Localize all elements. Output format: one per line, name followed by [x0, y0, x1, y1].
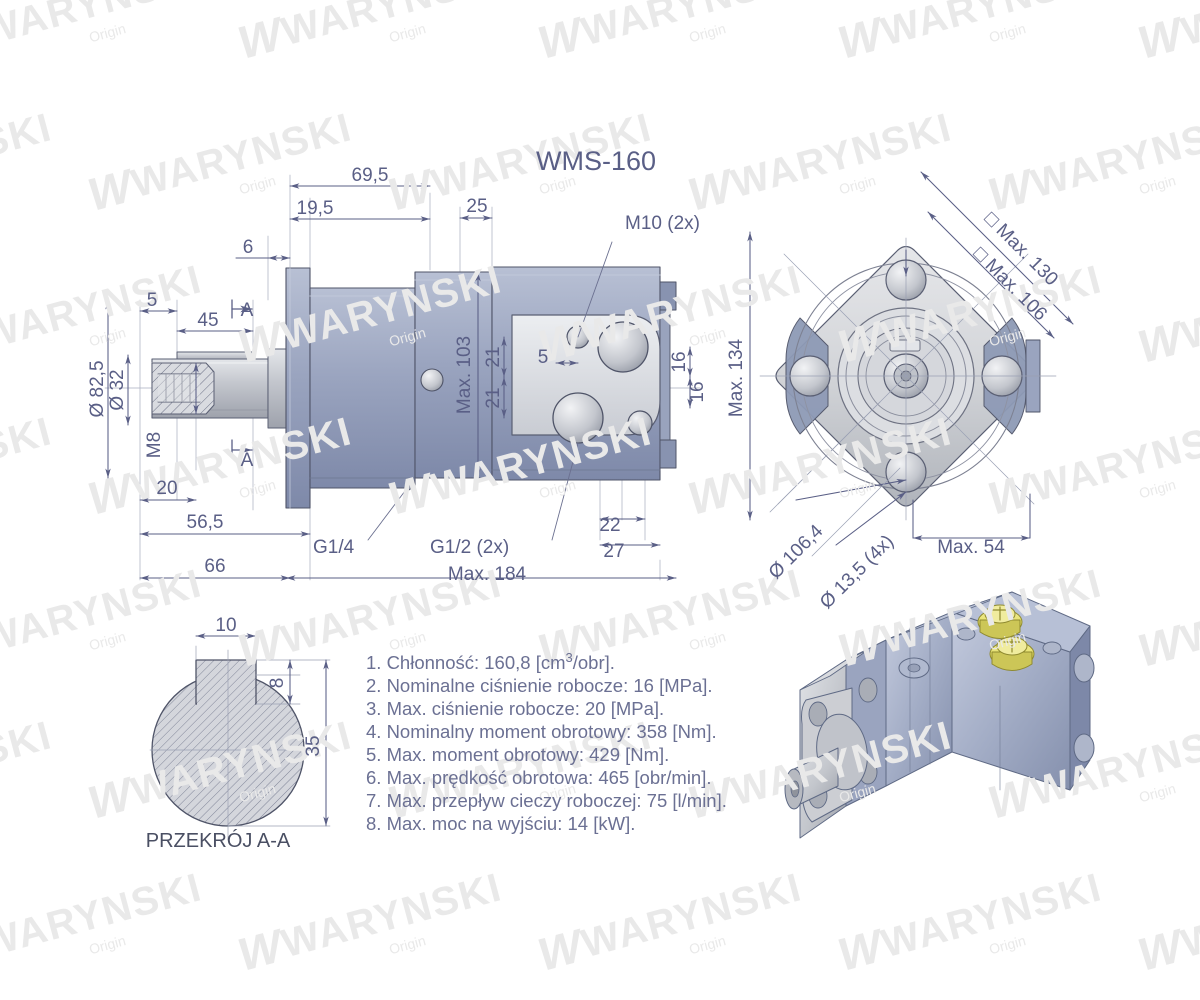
main-side-view: [104, 174, 701, 581]
iso-top-hole-1: [956, 627, 976, 641]
iso-top-hole-2: [1042, 641, 1062, 655]
iso-shaft-bore: [790, 780, 800, 798]
leader-g14: [367, 486, 409, 541]
rear-boss-top: [659, 281, 677, 311]
mounting-flange: [285, 267, 311, 509]
iso-rear-cap-bottom: [1073, 733, 1095, 763]
iso-flange-hole-3: [858, 677, 878, 703]
dimline-max-106: [927, 211, 1055, 339]
iso-mid-body: [885, 611, 953, 787]
front-flange-view: [747, 171, 1074, 557]
dimline-dia-13-5: [835, 491, 907, 546]
dimline-dia-106-4: [795, 479, 907, 501]
iso-rear-cap-top: [1073, 653, 1095, 683]
m10-bolt-hole-bottom: [627, 410, 653, 436]
shaft-keyway-front: [889, 339, 921, 352]
thread-m8: [157, 373, 201, 403]
leader-g12: [551, 442, 579, 541]
iso-port-fitting-1: [977, 604, 1023, 639]
shaft-collar: [267, 348, 287, 429]
g12-port-top: [597, 321, 649, 373]
section-arrows-a: [231, 299, 253, 459]
iso-rear-side: [1069, 625, 1091, 791]
isometric-render-view: [784, 591, 1095, 839]
leader-m10: [577, 241, 613, 338]
iso-flange-hole-1: [808, 701, 828, 727]
drain-port-hole: [420, 368, 444, 392]
rear-cap: [659, 309, 671, 441]
section-a-a-view: [149, 633, 331, 841]
iso-port-fitting-2: [989, 636, 1035, 671]
g12-port-bottom: [552, 392, 604, 444]
front-housing: [309, 287, 416, 489]
rear-boss-bottom: [659, 439, 677, 469]
